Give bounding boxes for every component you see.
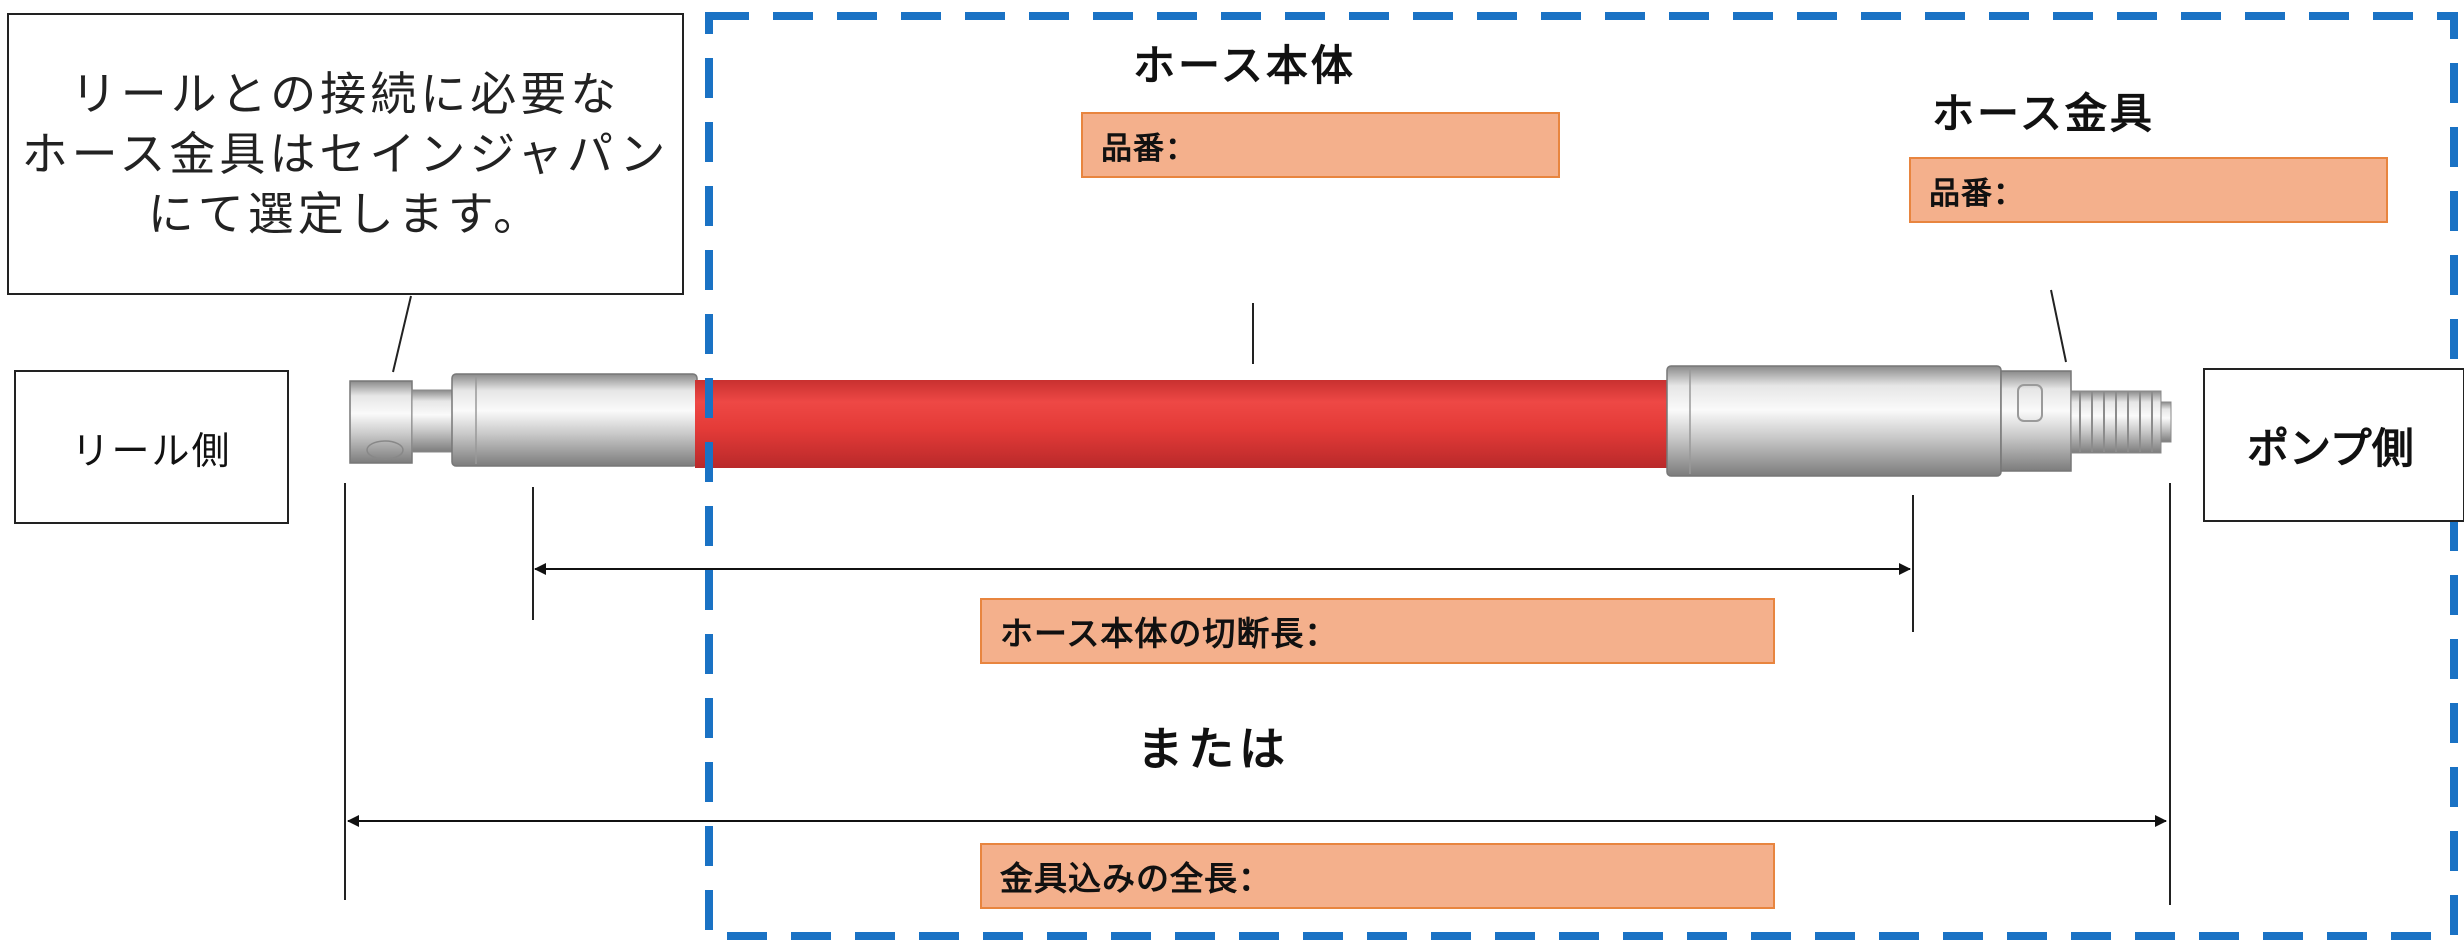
hose-body	[695, 380, 1670, 468]
pump-side-box: ポンプ側	[2203, 368, 2464, 522]
reel-side-box: リール側	[14, 370, 289, 524]
reel-side-ferrule	[451, 373, 698, 467]
hose-fitting-heading: ホース金具	[1932, 89, 2155, 138]
pump-side-label: ポンプ側	[2247, 423, 2414, 473]
fitting-selection-note: リールとの接続に必要な ホース金具はセインジャパン にて選定します。	[7, 13, 684, 295]
total-length-label: 金具込みの全長：	[1000, 859, 1272, 898]
cut-length-field[interactable]: ホース本体の切断長：	[980, 598, 1775, 664]
hose-body-part-number-field[interactable]: 品番：	[1081, 112, 1560, 178]
pump-side-hex-nut	[2000, 370, 2072, 472]
hose-fitting-part-number-label: 品番：	[1929, 175, 2025, 212]
hose-fitting-part-number-field[interactable]: 品番：	[1909, 157, 2388, 223]
hose-body-heading: ホース本体	[1133, 41, 1356, 90]
scope-dashed-border	[705, 12, 2458, 940]
note-leader-line	[392, 295, 412, 373]
pump-side-threaded-nipple	[2070, 390, 2172, 454]
hose-fitting-leader-line	[2050, 289, 2067, 363]
pump-side-ferrule	[1666, 365, 2002, 477]
or-label: または	[1137, 722, 1290, 776]
total-length-field[interactable]: 金具込みの全長：	[980, 843, 1775, 909]
cut-length-label: ホース本体の切断長：	[1000, 614, 1339, 653]
note-text: リールとの接続に必要な ホース金具はセインジャパン にて選定します。	[21, 67, 670, 241]
reel-side-label: リール側	[71, 428, 232, 473]
hose-body-part-number-label: 品番：	[1101, 130, 1197, 167]
reel-side-swivel-fitting	[349, 380, 453, 464]
